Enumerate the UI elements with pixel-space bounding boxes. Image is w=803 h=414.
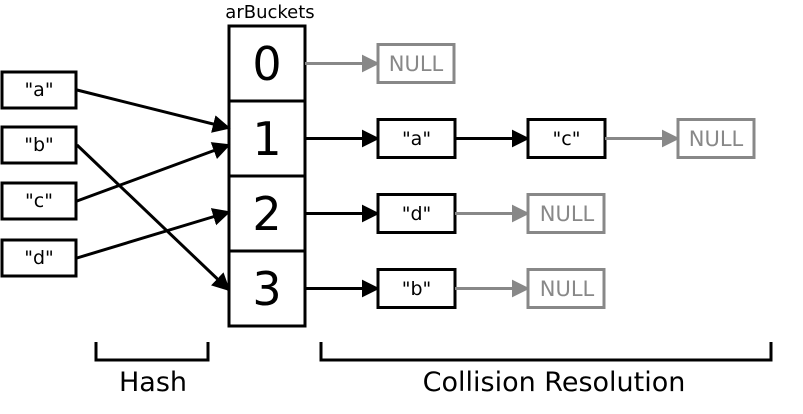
input-key-box — [0, 238, 78, 278]
collision-bracket — [319, 342, 773, 362]
hash-bracket — [94, 342, 210, 362]
bucket-index: 1 — [252, 111, 282, 166]
hash-arrow — [76, 142, 231, 203]
chain-node-box — [376, 268, 457, 309]
bucket-index: 2 — [252, 186, 282, 241]
input-key: "d" — [24, 247, 54, 269]
chain-node: "b" — [401, 278, 432, 300]
hash-arrow — [75, 143, 231, 292]
chain-node: "d" — [401, 203, 432, 225]
hash-arrow — [76, 88, 231, 133]
bucket-index: 0 — [252, 36, 282, 91]
input-key: "b" — [24, 134, 54, 156]
chain-node-box — [376, 193, 457, 234]
diagram-title: arBuckets — [225, 1, 315, 23]
null-node: NULL — [388, 52, 444, 76]
bucket-index: 3 — [252, 261, 282, 316]
null-node-box — [526, 193, 606, 234]
input-key-box — [0, 70, 78, 110]
null-node-box — [376, 43, 456, 84]
chain-node: "a" — [401, 128, 432, 150]
input-key: "a" — [24, 79, 54, 101]
null-node-box — [526, 268, 606, 309]
chain-node: "c" — [552, 128, 581, 150]
hash-arrow — [76, 208, 231, 260]
input-key-box — [0, 125, 78, 165]
input-key-box — [0, 181, 78, 221]
null-node: NULL — [688, 127, 744, 151]
collision-caption: Collision Resolution — [422, 366, 686, 398]
input-key: "c" — [25, 190, 53, 212]
null-node: NULL — [539, 277, 595, 301]
chain-node-box — [376, 118, 457, 159]
null-node-box — [676, 118, 756, 159]
hash-caption: Hash — [118, 366, 188, 398]
null-node: NULL — [539, 202, 595, 226]
